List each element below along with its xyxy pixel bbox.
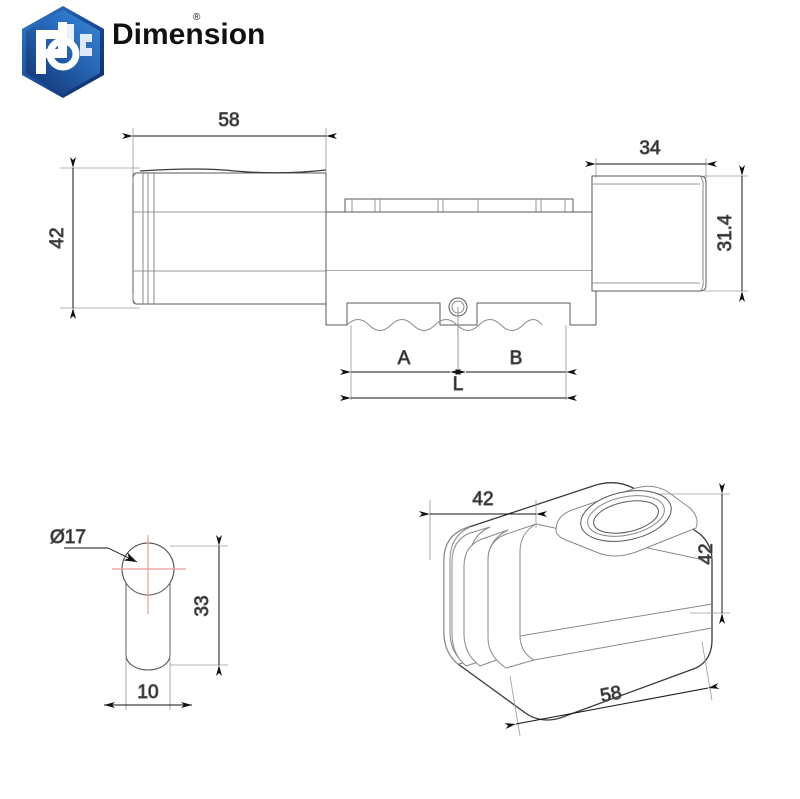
dim-label-profile-width: 10 xyxy=(137,682,158,703)
dim-line-iso-depth xyxy=(504,683,720,729)
dim-label-bore-diameter: Ø17 xyxy=(50,527,86,548)
profile-centerlines xyxy=(112,535,186,614)
dim-label-knob-width: 58 xyxy=(218,110,239,131)
front-assembly-view: 58 42 xyxy=(47,110,748,401)
dim-label-profile-height: 33 xyxy=(192,595,213,616)
isometric-knob-view: 42 42 58 xyxy=(419,482,730,737)
dim-label-iso-depth: 58 xyxy=(599,682,624,707)
registered-mark: ® xyxy=(193,12,201,23)
leader-line-d17 xyxy=(107,547,138,563)
euro-cylinder-body xyxy=(325,198,597,372)
dim-label-b: B xyxy=(510,348,523,369)
dim-label-l: L xyxy=(453,374,464,395)
left-knob-body xyxy=(132,168,327,305)
dim-label-iso-height: 42 xyxy=(696,543,717,564)
dim-label-knob-height: 42 xyxy=(47,227,68,248)
euro-profile-section-view: Ø17 33 10 xyxy=(50,527,228,710)
brand-name-text: Dimension xyxy=(112,18,265,51)
dim-label-turn-height: 31.4 xyxy=(715,214,736,251)
dim-label-iso-width: 42 xyxy=(472,489,493,510)
brand-logo: Dimension ® xyxy=(22,6,265,98)
hexagon-logo-icon xyxy=(22,6,104,98)
dim-label-turn-width: 34 xyxy=(639,138,661,159)
right-thumbturn-body xyxy=(591,175,707,292)
dim-label-a: A xyxy=(398,348,411,369)
